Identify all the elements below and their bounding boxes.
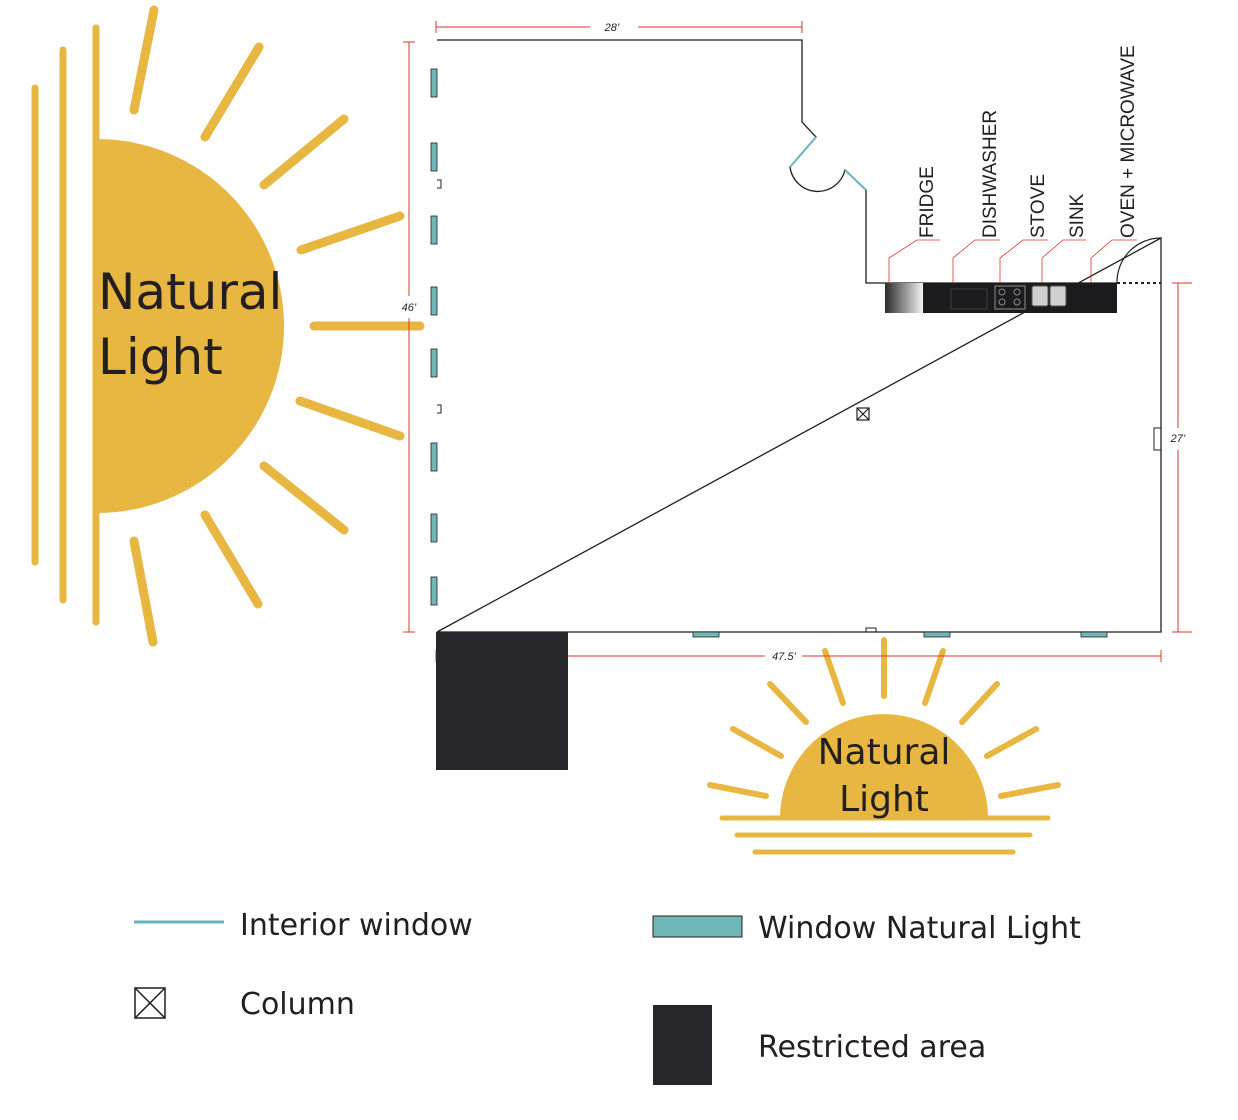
bottom-sun-half-disc [780, 714, 988, 818]
sink-basin-icon [1031, 285, 1067, 307]
dimension-bottom-label: 47.5’ [772, 651, 796, 663]
dimension-left-label: 46’ [402, 302, 417, 314]
legend-window-natural-light-swatch [652, 915, 743, 938]
natural-light-windows [430, 68, 1108, 638]
floor-plan-walls [436, 39, 1162, 633]
column-icon [856, 407, 870, 421]
left-sun-half-disc [97, 139, 284, 513]
wall-details [437, 179, 1161, 632]
legend-restricted-area-label: Restricted area [758, 1030, 986, 1065]
appliance-label-dishwasher: DISHWASHER [980, 110, 1001, 238]
left-sun-vertical-lines [31, 24, 100, 626]
legend: Interior window Column Window Natural Li… [134, 908, 1081, 1085]
appliance-label-stove: STOVE [1028, 174, 1049, 238]
legend-column-icon [134, 987, 166, 1019]
fridge-shape [885, 283, 923, 313]
interior-windows [789, 136, 867, 191]
legend-restricted-area-swatch [653, 1005, 712, 1085]
bottom-sun-rays [707, 637, 1061, 799]
appliance-label-sink: SINK [1067, 193, 1088, 238]
left-sun: Natural Light [31, 5, 425, 647]
left-sun-rays [129, 5, 425, 647]
counter-body [885, 283, 1117, 313]
left-sun-label-line2: Light [98, 328, 223, 386]
appliance-label-fridge: FRIDGE [917, 166, 938, 238]
appliance-leader-lines [888, 239, 1137, 283]
dimension-top-label: 28’ [604, 22, 620, 34]
legend-interior-window-label: Interior window [240, 908, 473, 943]
bottom-sun-label-line1: Natural [818, 732, 951, 773]
legend-column-label: Column [240, 987, 355, 1022]
dimension-right-label: 27’ [1170, 433, 1186, 445]
dishwasher-shape [950, 288, 988, 310]
entry-door-swing [1116, 237, 1162, 284]
left-sun-label-line1: Natural [98, 263, 282, 321]
bottom-sun-label-line2: Light [839, 779, 929, 820]
kitchen-counter [885, 283, 1117, 313]
appliance-label-oven-microwave: OVEN + MICROWAVE [1118, 45, 1139, 238]
restricted-area-block [436, 632, 568, 770]
dimension-lines [403, 21, 1192, 662]
stove-burners-icon [994, 285, 1026, 310]
bottom-sun-horizon-lines [719, 815, 1051, 855]
bottom-sun: Natural Light [707, 637, 1061, 855]
legend-window-natural-light-label: Window Natural Light [758, 911, 1081, 946]
